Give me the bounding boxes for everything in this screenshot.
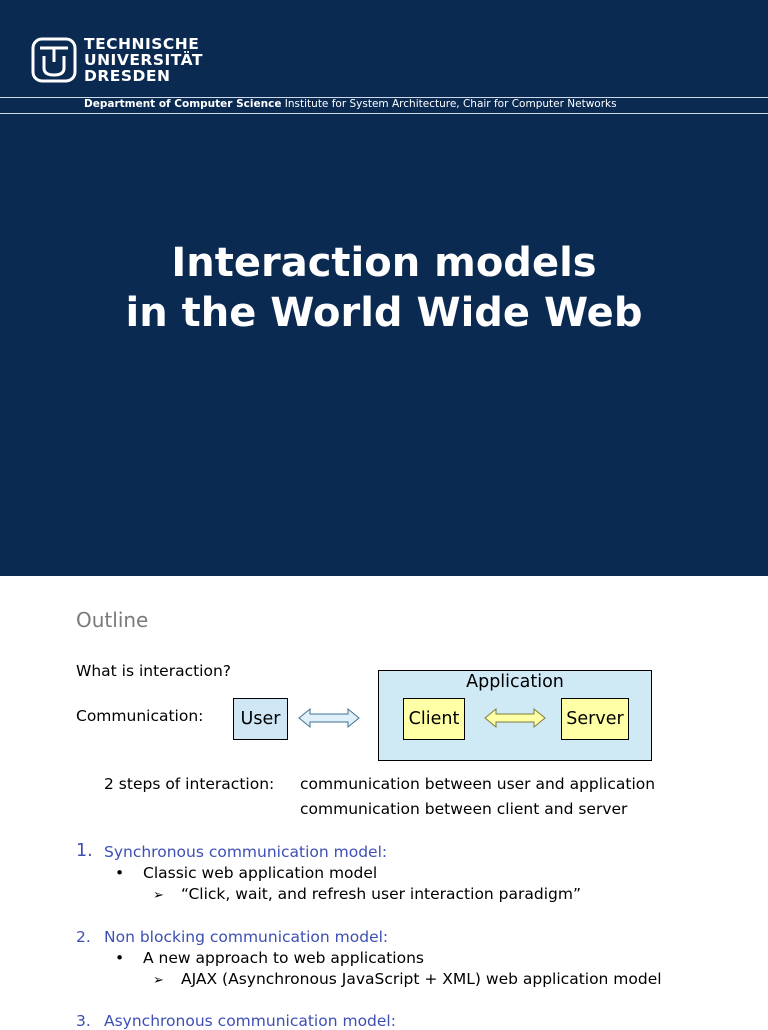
slide-title: Interaction models in the World Wide Web [0, 238, 768, 338]
interaction-question: What is interaction? [76, 662, 232, 680]
application-box: Application Client Server [378, 670, 652, 761]
title-slide: TECHNISCHE UNIVERSITÄT DRESDEN Departmen… [0, 0, 768, 576]
arrow-bullet-icon: ➢ [153, 973, 164, 988]
logo-line-3: DRESDEN [84, 67, 171, 85]
slide-title-line-2: in the World Wide Web [125, 290, 643, 336]
list-item-2-bullet: • A new approach to web applications [115, 949, 424, 967]
tu-dresden-logo-icon [31, 37, 77, 83]
logo-line-2: UNIVERSITÄT [84, 51, 204, 69]
slide-title-line-1: Interaction models [171, 240, 597, 286]
arrow-bullet-icon: ➢ [153, 888, 164, 903]
list-item-1-bullet-text: Classic web application model [143, 864, 378, 882]
department-line: Department of Computer Science Institute… [84, 98, 617, 110]
header-rule-bottom [0, 113, 768, 114]
list-item-2-sub-text: AJAX (Asynchronous JavaScript + XML) web… [181, 970, 662, 988]
client-server-arrow-icon [484, 707, 546, 729]
bullet-icon: • [115, 864, 125, 882]
department-name: Department of Computer Science [84, 98, 282, 110]
outline-slide: Outline What is interaction? Communicati… [0, 576, 768, 1030]
logo-line-1: TECHNISCHE [84, 35, 200, 53]
list-item-1-sub: ➢ “Click, wait, and refresh user interac… [153, 885, 581, 903]
list-item-1-number: 1. [76, 841, 93, 861]
list-item-3-title: Asynchronous communication model: [104, 1012, 396, 1030]
communication-label: Communication: [76, 707, 204, 725]
steps-line-2: communication between client and server [300, 800, 628, 818]
list-item-2-number: 2. [76, 928, 91, 946]
list-item-1-sub-text: “Click, wait, and refresh user interacti… [181, 885, 581, 903]
institute-name: Institute for System Architecture, Chair… [281, 98, 617, 110]
user-box: User [233, 698, 288, 740]
list-item-2-sub: ➢ AJAX (Asynchronous JavaScript + XML) w… [153, 970, 662, 988]
list-item-3-number: 3. [76, 1012, 91, 1030]
list-item-2-title: Non blocking communication model: [104, 928, 389, 946]
bullet-icon: • [115, 949, 125, 967]
outline-heading: Outline [76, 608, 149, 632]
application-label: Application [466, 672, 564, 692]
client-box: Client [403, 698, 465, 740]
list-item-2-bullet-text: A new approach to web applications [143, 949, 424, 967]
user-application-arrow-icon [298, 707, 360, 729]
list-item-1-bullet: • Classic web application model [115, 864, 377, 882]
steps-label: 2 steps of interaction: [104, 775, 275, 793]
header-rule-top [0, 97, 768, 98]
steps-line-1: communication between user and applicati… [300, 775, 656, 793]
list-item-1-title: Synchronous communication model: [104, 843, 388, 861]
server-box: Server [561, 698, 629, 740]
